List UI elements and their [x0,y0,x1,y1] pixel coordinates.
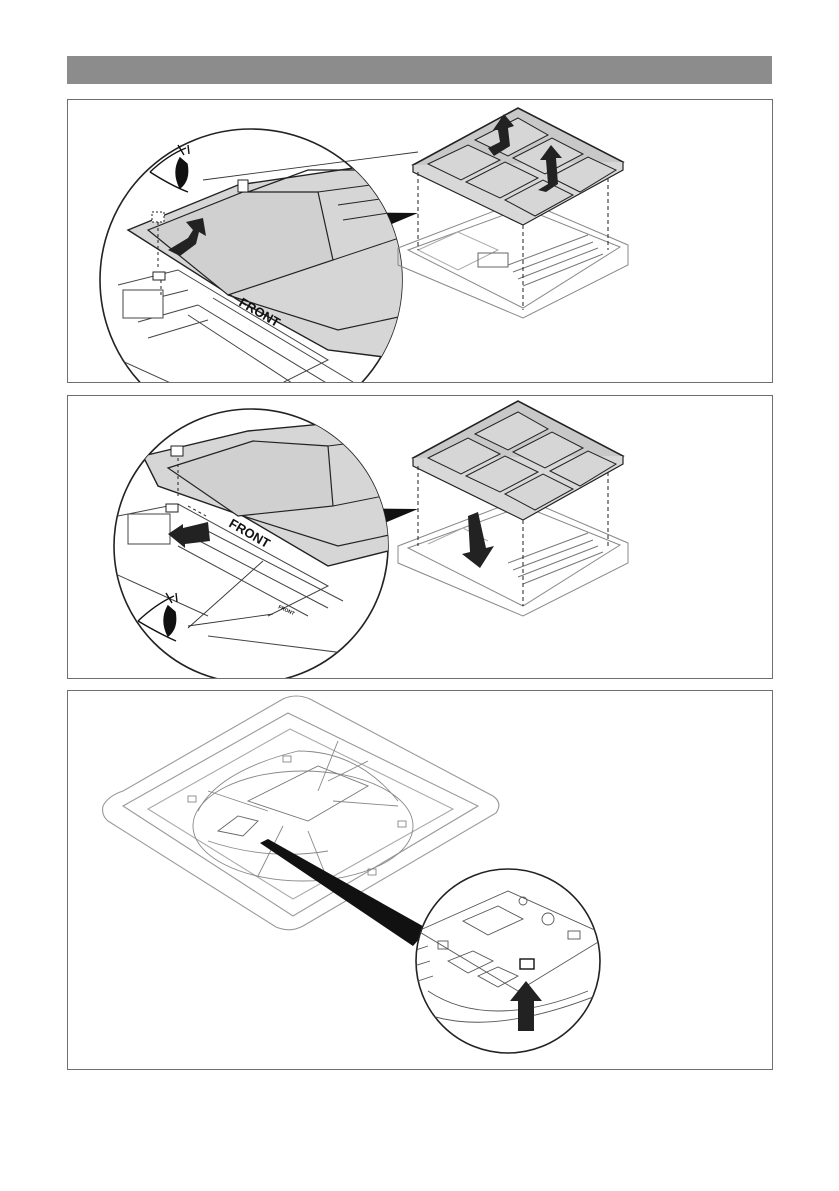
filter-plate [413,401,623,606]
step-3-panel [67,690,773,1070]
step-2-illustration: FRONT FRONT [68,396,772,678]
zoom-circle [413,869,608,1053]
zoom-circle: FRONT FRONT [98,409,408,678]
step-2-panel: FRONT FRONT [67,395,773,679]
step-1-illustration: FRONT [68,100,772,382]
unit-outer-frame [103,696,499,930]
step-3-illustration [68,691,772,1069]
step-1-panel: FRONT [67,99,773,383]
connector-highlight [520,959,534,969]
section-header-bar [67,56,772,84]
filter-plate [413,108,623,310]
down-arrow-icon [462,512,494,568]
zoom-circle: FRONT [98,129,408,382]
